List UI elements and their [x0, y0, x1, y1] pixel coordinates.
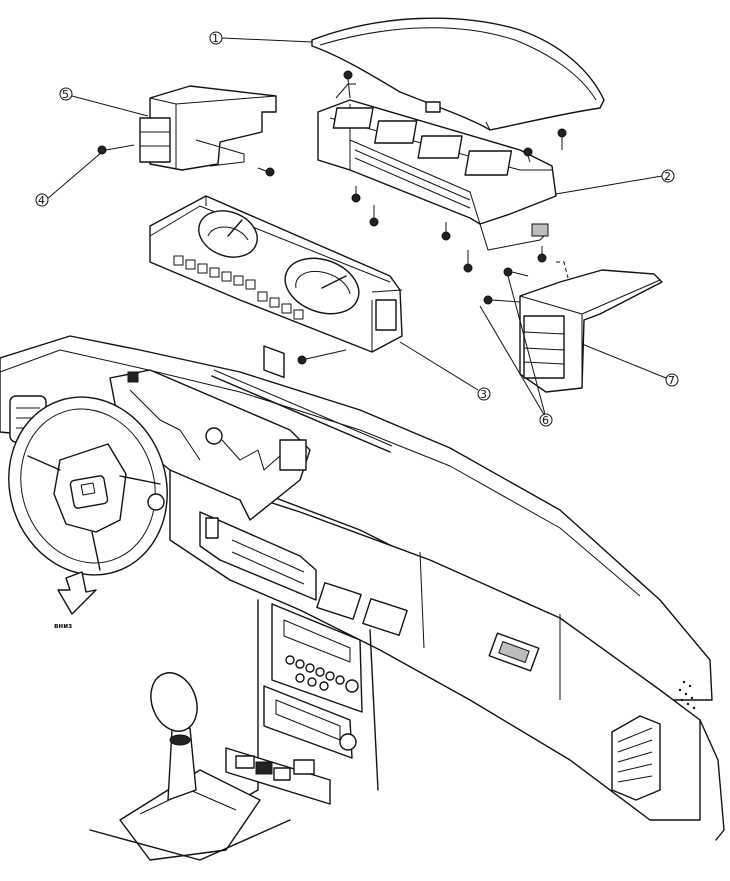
- callout-6: 6: [539, 413, 553, 427]
- part-3-instrument-cluster: [149, 195, 403, 379]
- radio-buttons: [285, 655, 359, 693]
- part-5-left-switch-panel: [139, 85, 277, 171]
- callout-7: 7: [665, 373, 679, 387]
- callout-3: 3: [477, 387, 491, 401]
- leader-lines: [45, 37, 667, 419]
- callout-2: 2: [661, 169, 675, 183]
- part-7-right-vent-assembly: [519, 261, 663, 393]
- svg-text:4: 4: [38, 194, 45, 207]
- part-2-cluster-housing: [317, 83, 557, 251]
- down-direction-arrow: [57, 571, 97, 615]
- callout-1: 1: [209, 31, 223, 45]
- callout-4: 4: [35, 193, 49, 207]
- warning-lights-row: [173, 255, 304, 320]
- steering-wheel: [8, 396, 168, 576]
- center-console: [89, 511, 408, 861]
- screw-set: [97, 70, 567, 365]
- dashboard-main-body: [0, 335, 725, 841]
- svg-text:7: 7: [668, 374, 675, 387]
- speaker-grille: [678, 680, 696, 710]
- svg-text:6: 6: [542, 414, 549, 427]
- svg-text:5: 5: [62, 88, 69, 101]
- svg-text:2: 2: [664, 170, 671, 183]
- svg-text:1: 1: [212, 32, 219, 45]
- down-direction-label: вниз: [54, 622, 72, 630]
- part-1-hood-cover: [311, 17, 605, 131]
- svg-text:3: 3: [480, 388, 487, 401]
- callout-5: 5: [59, 87, 73, 101]
- right-vent-grille: [611, 715, 661, 801]
